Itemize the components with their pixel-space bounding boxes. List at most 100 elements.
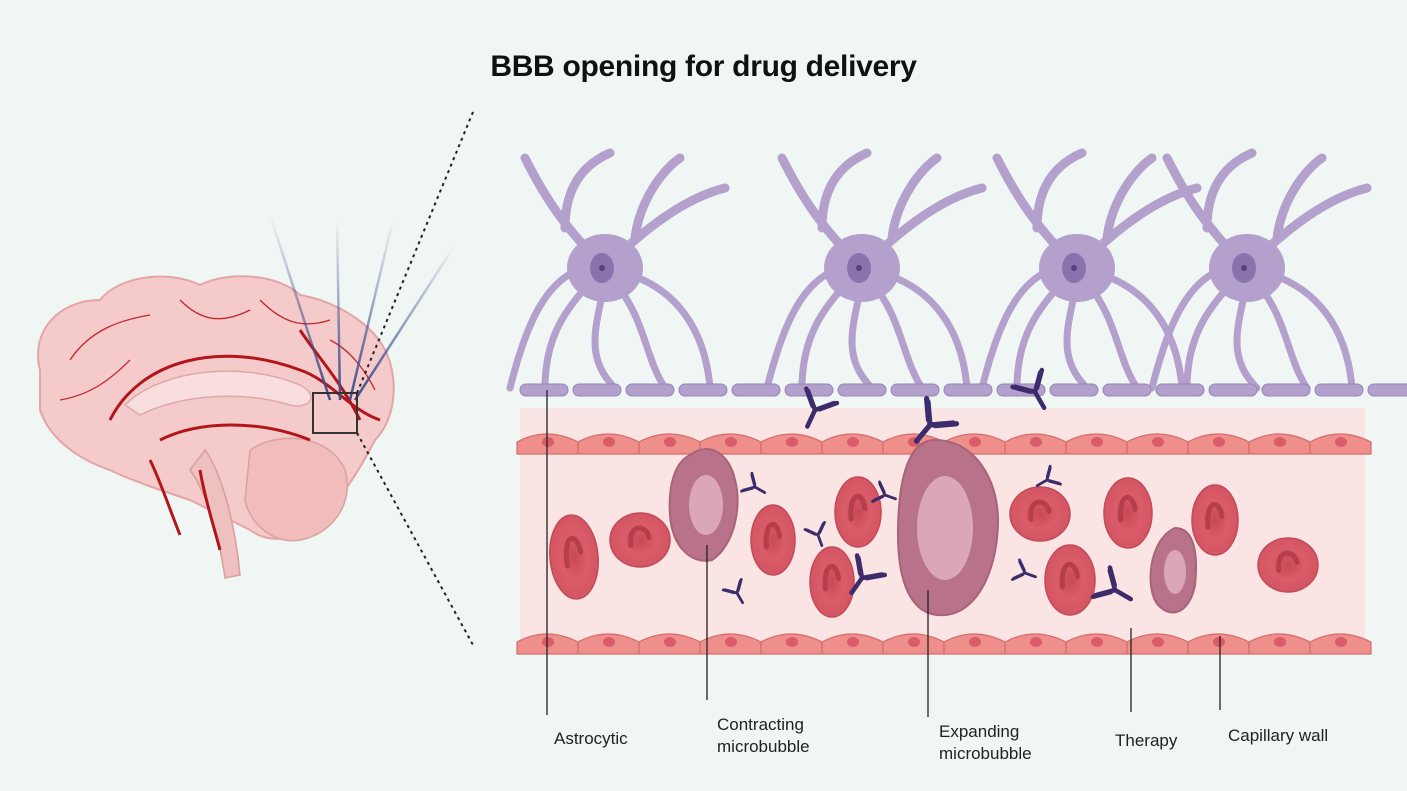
brain-vessels-thin: [59, 299, 376, 401]
astrocyte-endfoot: [678, 383, 728, 397]
astrocyte-nucleolus: [1071, 265, 1077, 271]
astrocyte-endfoot: [837, 383, 887, 397]
endothelial-cell: [1065, 633, 1128, 655]
astrocyte-endfoot-process: [763, 264, 971, 392]
endothelial-nucleus: [1152, 637, 1164, 647]
astrocyte-endfoot: [625, 383, 675, 397]
red-blood-cells: [549, 476, 1319, 618]
red-blood-cell-body: [609, 512, 671, 568]
ultrasound-beams: [268, 214, 457, 401]
endothelial-nucleus: [908, 637, 920, 647]
antibody-shape: [1035, 464, 1062, 488]
antibody-therapy: [803, 521, 826, 547]
astrocyte-endfoot: [1314, 383, 1364, 397]
antibody-shape: [913, 396, 960, 444]
endothelial-nucleus: [1152, 437, 1164, 447]
endothelial-nucleus: [786, 637, 798, 647]
red-blood-cell-body: [750, 504, 796, 576]
astrocyte-nucleolus: [1241, 265, 1247, 271]
red-blood-cell-body: [1009, 486, 1071, 542]
label-pointers: [546, 390, 1221, 717]
red-blood-cell-body: [1044, 544, 1096, 616]
antibody-shape: [721, 578, 745, 605]
endothelial-nucleus: [969, 437, 981, 447]
endothelial-nucleus: [664, 437, 676, 447]
astrocyte-endfoot: [1208, 383, 1258, 397]
red-blood-cell-highlight: [1118, 495, 1138, 523]
endothelial-nucleus: [725, 637, 737, 647]
red-blood-cell: [1191, 484, 1239, 556]
endothelial-nucleus: [1030, 637, 1042, 647]
brain-cerebellum: [244, 437, 348, 542]
zoom-guide-bottom: [356, 432, 474, 646]
endothelial-cell: [1309, 433, 1372, 455]
astrocyte-endfoot: [731, 383, 781, 397]
endothelial-nucleus: [603, 637, 615, 647]
antibody-therapy: [1035, 464, 1062, 488]
endothelial-nucleus: [664, 637, 676, 647]
antibody-therapy: [721, 578, 745, 605]
red-blood-cell: [1009, 486, 1071, 542]
ultrasound-beam: [335, 219, 342, 401]
antibody-shape: [740, 471, 767, 495]
corpus-callosum: [123, 370, 312, 416]
label-contracting-microbubble: Contracting microbubble: [717, 715, 810, 756]
endothelial-cell: [1309, 633, 1372, 655]
label-therapy: Therapy: [1115, 731, 1178, 750]
endothelial-cell: [638, 633, 701, 655]
label-astrocytic: Astrocytic: [554, 729, 628, 748]
zoom-region-box: [312, 392, 358, 434]
red-blood-cell-highlight: [1059, 562, 1080, 590]
figure-title-text: BBB opening for drug delivery: [490, 50, 917, 83]
red-blood-cell: [1044, 544, 1096, 616]
antibody-therapy: [849, 553, 888, 596]
contracting-microbubble: [668, 448, 739, 562]
red-blood-cell-body: [549, 514, 599, 600]
astrocyte-endfoot: [1261, 383, 1311, 397]
red-blood-cell: [609, 512, 671, 568]
endothelial-cell: [699, 633, 762, 655]
endothelial-nucleus: [786, 437, 798, 447]
antibody-shape: [1090, 565, 1134, 602]
antibody-shape: [871, 480, 897, 503]
endothelial-cell: [577, 433, 640, 455]
label-expanding-microbubble: Expanding microbubble: [939, 722, 1032, 763]
astrocyte-endfoot: [1049, 383, 1099, 397]
astrocyte-nucleolus: [599, 265, 605, 271]
brain-vessels: [108, 329, 381, 551]
red-blood-cell-highlight: [848, 494, 868, 522]
microbubbles: [668, 438, 1197, 617]
antibody-therapy: [913, 396, 960, 444]
small-microbubble: [1149, 526, 1197, 614]
red-blood-cell-highlight: [822, 564, 842, 592]
antibody-shape: [804, 386, 840, 429]
astrocyte: [1148, 148, 1372, 392]
antibody-shape: [849, 553, 888, 596]
antibody-therapy: [1011, 558, 1037, 581]
red-blood-cell-body: [1103, 477, 1153, 549]
antibody-shape: [803, 521, 826, 547]
astrocyte-endfoot: [1102, 383, 1152, 397]
red-blood-cell: [809, 546, 855, 618]
red-blood-cell: [549, 514, 599, 600]
endothelial-cell: [638, 433, 701, 455]
red-blood-cell-highlight: [1205, 502, 1225, 530]
endothelial-nucleus: [847, 637, 859, 647]
astrocyte-endfoot: [943, 383, 993, 397]
endothelial-nucleus: [1091, 637, 1103, 647]
antibody-therapy: [740, 471, 767, 495]
red-blood-cell-body: [1191, 484, 1239, 556]
label-capillary-wall: Capillary wall: [1228, 726, 1329, 745]
endothelial-cell: [1187, 633, 1250, 655]
ultrasound-beam: [353, 244, 457, 401]
astrocyte-endfoot: [1155, 383, 1205, 397]
red-blood-cell: [1257, 537, 1319, 593]
red-blood-cell: [1103, 477, 1153, 549]
brain-illustration: [37, 275, 395, 579]
antibody-therapy: [871, 480, 897, 503]
astrocyte-endfoot: [1367, 383, 1407, 397]
endothelial-nucleus: [725, 437, 737, 447]
expanding-microbubble: [896, 438, 1000, 617]
endothelial-nucleus: [969, 637, 981, 647]
